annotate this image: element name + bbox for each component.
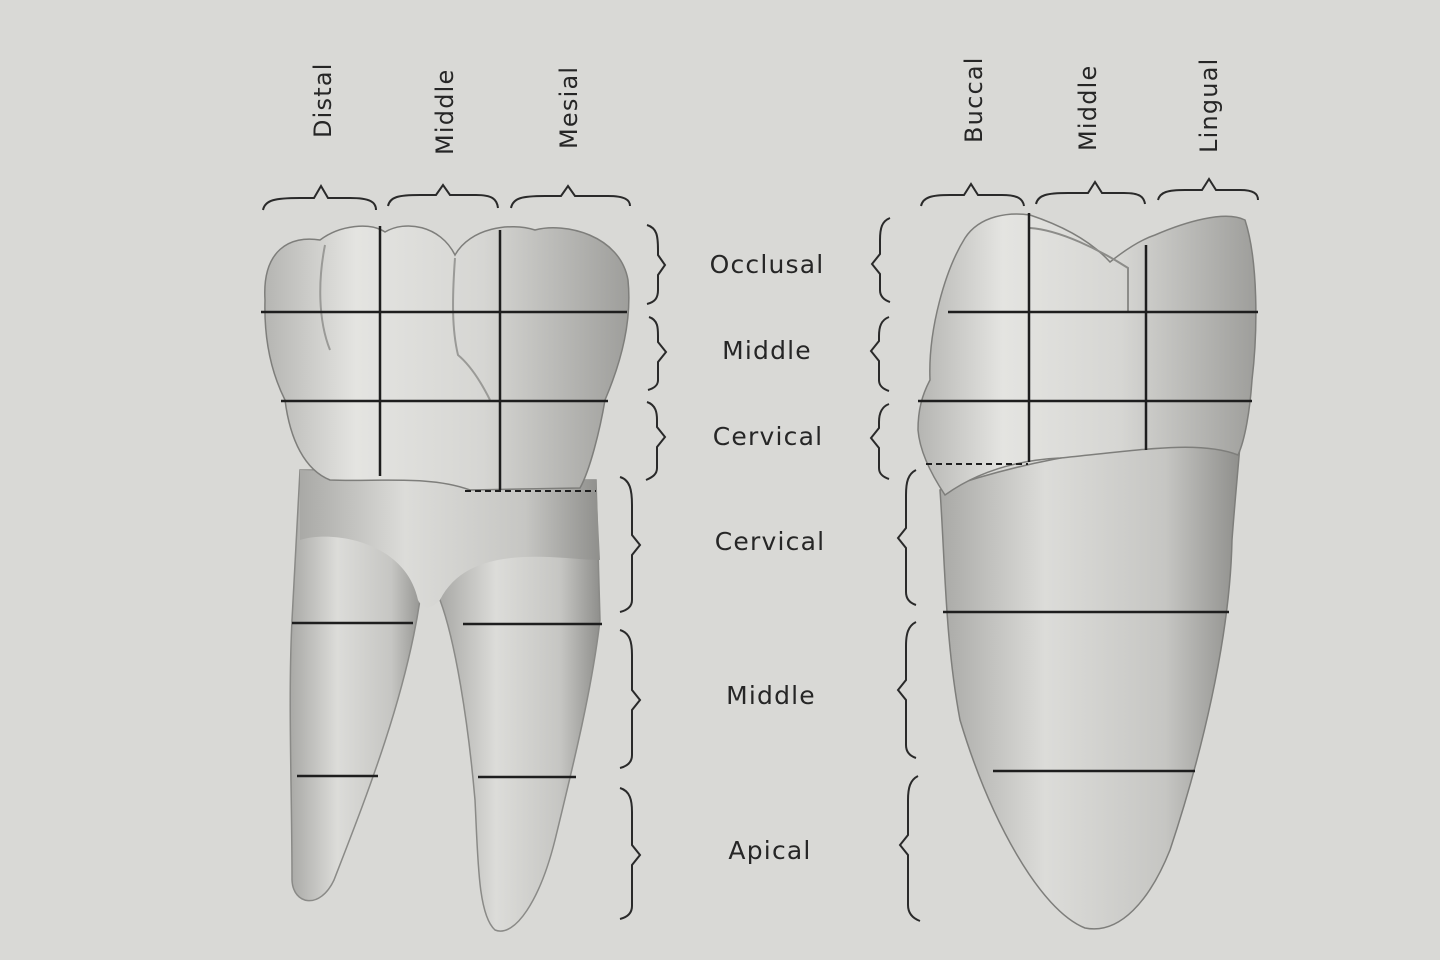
label-distal: Distal — [309, 62, 337, 138]
brace-mesial — [510, 184, 631, 209]
label-root-cervical: Cervical — [715, 527, 825, 556]
label-apical: Apical — [728, 836, 811, 865]
brace-left-occlusal — [646, 224, 667, 305]
brace-right-middle — [869, 316, 890, 392]
right-side-row-braces — [869, 217, 921, 922]
right-tooth — [917, 213, 1258, 930]
brace-right-occlusal — [870, 217, 891, 303]
brace-right-cervical — [869, 403, 890, 480]
left-groove-shading — [452, 257, 491, 401]
brace-right-root-apical — [898, 775, 921, 922]
label-middle-right: Middle — [1074, 65, 1102, 151]
right-column-braces — [920, 177, 1259, 207]
right-tooth-crown — [917, 213, 1257, 497]
brace-left-root-apical — [619, 787, 642, 920]
left-tooth — [261, 225, 630, 932]
brace-right-root-cervical — [896, 469, 917, 606]
left-cusp-shading — [319, 244, 331, 351]
brace-left-root-cervical — [619, 476, 642, 613]
label-occlusal: Occlusal — [710, 250, 825, 279]
left-column-braces — [262, 183, 631, 211]
left-tooth-mesial-root — [439, 479, 601, 932]
label-middle-left: Middle — [431, 69, 459, 155]
brace-left-cervical — [645, 401, 667, 481]
right-fissure-shading — [1029, 227, 1130, 312]
label-root-middle: Middle — [726, 681, 816, 710]
label-crown-middle: Middle — [722, 336, 812, 365]
left-side-row-braces — [619, 224, 668, 920]
brace-left-middle — [647, 316, 668, 391]
left-tooth-root-trunk — [300, 470, 600, 608]
brace-middle-right — [1035, 180, 1146, 205]
left-tooth-crown — [264, 225, 630, 491]
label-mesial: Mesial — [555, 66, 583, 149]
brace-distal — [262, 184, 377, 211]
brace-buccal — [920, 182, 1025, 207]
brace-left-root-middle — [619, 629, 642, 769]
left-tooth-distal-root — [289, 469, 426, 902]
label-lingual: Lingual — [1195, 58, 1223, 153]
brace-middle-left — [387, 183, 499, 209]
label-buccal: Buccal — [960, 56, 988, 143]
brace-right-root-middle — [896, 621, 917, 759]
brace-lingual — [1157, 177, 1259, 201]
label-crown-cervical: Cervical — [713, 422, 823, 451]
